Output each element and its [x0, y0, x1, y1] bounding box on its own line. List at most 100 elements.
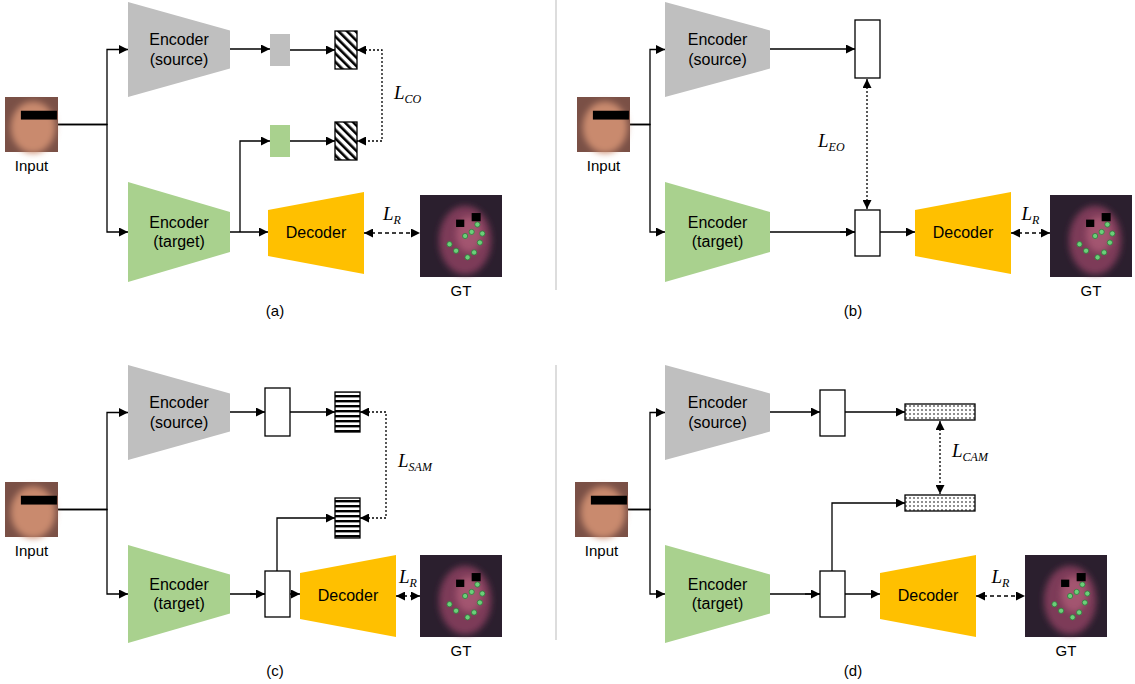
subscript: R — [1002, 576, 1009, 590]
landmark-dot — [469, 229, 474, 234]
occluded-landmark — [472, 213, 481, 221]
photo-ground — [1025, 555, 1107, 637]
landmark-dot — [1107, 240, 1112, 245]
encoder-trapezoid — [665, 2, 770, 97]
flow-arrow — [58, 510, 128, 595]
attention-map — [905, 404, 975, 420]
node-shape — [665, 2, 770, 97]
landmark-dot — [1068, 593, 1073, 598]
target-feature — [270, 125, 290, 157]
block-label: Encoder (target) — [139, 575, 219, 613]
landmark-dot — [1077, 242, 1082, 247]
landmark-dot — [1095, 255, 1100, 260]
landmark-dot — [469, 589, 474, 594]
landmark-dot — [463, 233, 468, 238]
arrow — [250, 593, 265, 594]
node-shape — [665, 182, 770, 282]
panel-dividers — [556, 0, 557, 640]
landmark-dot — [1085, 591, 1090, 596]
input-image: Input — [5, 482, 58, 537]
face — [1069, 206, 1121, 275]
loss-label: LR — [1020, 203, 1042, 226]
loss-label: LCO — [392, 82, 423, 105]
ground-truth-image: GT — [1025, 555, 1107, 637]
landmark-dot — [463, 593, 468, 598]
occluded-landmark — [472, 573, 481, 581]
arrow — [277, 518, 335, 571]
eye-mask-bar — [591, 496, 627, 505]
arrow — [832, 503, 905, 571]
decoder-block: Decoder — [880, 555, 976, 637]
input-image: Input — [5, 97, 58, 152]
node-shape — [420, 555, 502, 637]
flow-arrow — [628, 413, 665, 510]
feature-box — [265, 571, 290, 617]
occluded-landmark — [456, 580, 464, 587]
ground-truth-image: GT — [420, 195, 502, 277]
subscript: SAM — [409, 460, 432, 474]
decoder-trapezoid — [268, 192, 364, 274]
source-encoder: Encoder (source) — [665, 365, 770, 460]
decoder-block: Decoder — [300, 555, 396, 637]
source-feature — [270, 34, 290, 66]
flow-arrow — [230, 231, 268, 232]
loss-arrow — [360, 412, 386, 518]
decoder-block: Decoder — [268, 192, 364, 274]
subscript: R — [410, 576, 417, 590]
target-encoder: Encoder (target) — [665, 182, 770, 282]
encoder-trapezoid — [665, 365, 770, 460]
loss-arrow — [939, 421, 940, 494]
landmark-dot — [1082, 600, 1087, 605]
flow-arrow — [630, 125, 665, 233]
face — [439, 566, 491, 635]
subscript: EO — [829, 140, 845, 154]
arrow — [230, 411, 265, 412]
face-highlight — [1086, 216, 1112, 252]
feature-box — [265, 388, 290, 436]
occluded-landmark — [1086, 220, 1094, 227]
blurred-face — [11, 101, 56, 153]
block-label: Decoder — [308, 586, 388, 605]
blurred-face — [583, 101, 628, 153]
block-label: Encoder (source) — [139, 30, 219, 68]
landmark-dot — [1058, 608, 1063, 613]
image-caption: Input — [585, 542, 618, 560]
block-label: Encoder (target) — [139, 213, 219, 251]
node-shape — [577, 97, 630, 152]
face-highlight — [456, 216, 482, 252]
landmark-dot — [447, 602, 452, 607]
subscript: R — [394, 213, 401, 227]
projected-feature — [335, 122, 357, 160]
landmark-dot — [475, 582, 480, 587]
encoder-trapezoid — [128, 545, 230, 643]
panel-tag: (c) — [266, 662, 284, 680]
occluded-landmark — [1061, 580, 1069, 587]
node-shape — [1050, 195, 1132, 277]
loss-label: LEO — [816, 130, 847, 153]
loss-label: LR — [397, 566, 419, 589]
landmark-dot — [475, 222, 480, 227]
node-shape — [420, 195, 502, 277]
decoder-trapezoid — [915, 192, 1011, 274]
divider — [556, 0, 557, 290]
block-label: Encoder (target) — [678, 575, 758, 613]
landmark-dot — [1105, 222, 1110, 227]
loss-connector — [1011, 232, 1050, 233]
encoder-trapezoid — [128, 365, 230, 460]
arrow — [805, 593, 820, 594]
ground-truth-image: GT — [420, 555, 502, 637]
image-caption: Input — [587, 157, 620, 175]
node-shape — [575, 482, 628, 537]
source-encoder: Encoder (source) — [128, 365, 230, 460]
source-encoder: Encoder (source) — [128, 2, 230, 97]
landmark-dot — [1093, 233, 1098, 238]
eye-mask-bar — [21, 496, 57, 505]
input-image: Input — [577, 97, 630, 152]
face — [1044, 566, 1096, 635]
block-label: Encoder (target) — [678, 213, 758, 251]
block-label: Decoder — [276, 223, 356, 242]
divider — [556, 365, 557, 640]
image-caption: GT — [451, 642, 472, 660]
block-label: Decoder — [888, 586, 968, 605]
